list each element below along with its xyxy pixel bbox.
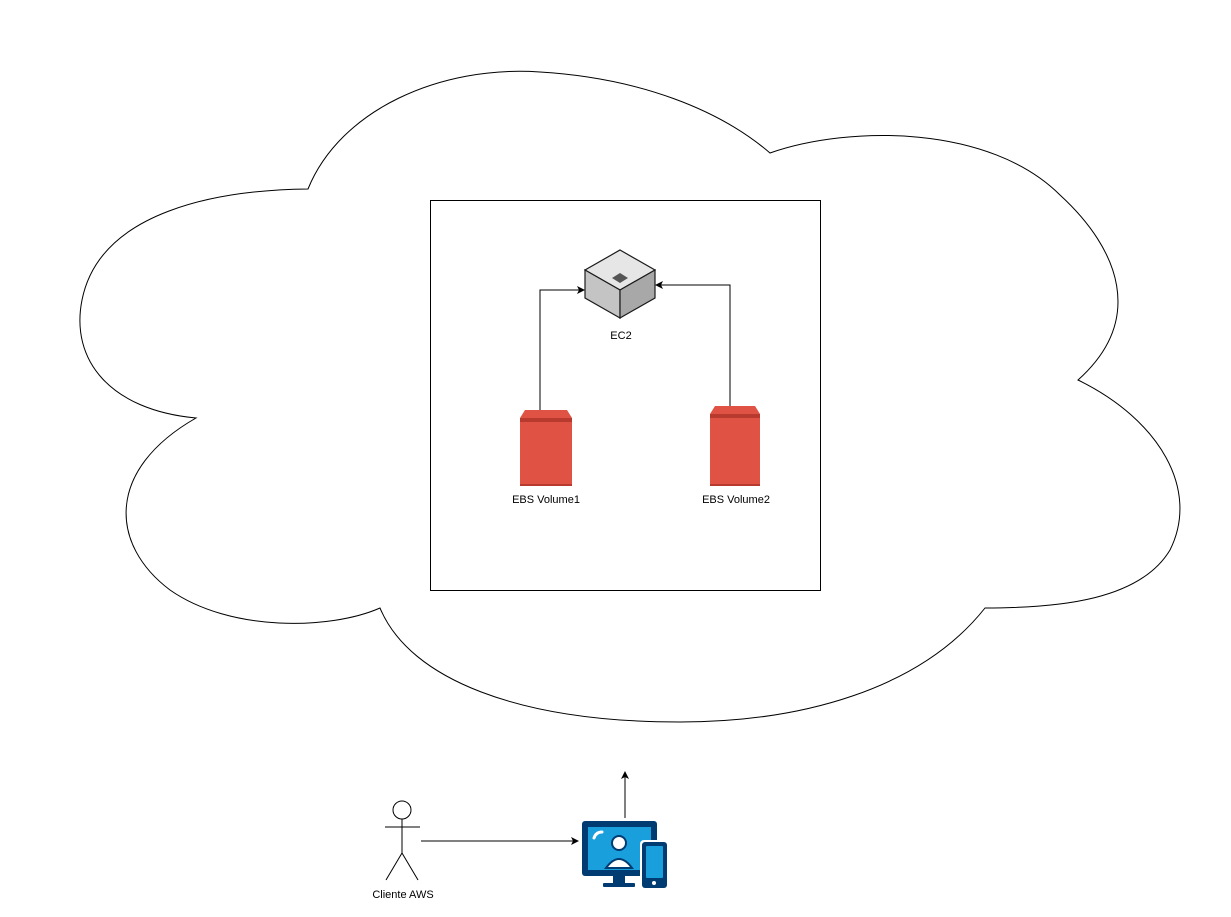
actor-icon[interactable]	[385, 800, 420, 881]
ebs-volume2-label: EBS Volume2	[702, 494, 770, 506]
client-label: Cliente AWS	[372, 889, 433, 901]
ec2-label: EC2	[610, 330, 631, 342]
edge-ebs2-to-ec2[interactable]	[655, 281, 731, 406]
edge-ebs1-to-ec2[interactable]	[539, 286, 585, 410]
ebs-volume2-icon[interactable]	[710, 406, 760, 486]
ebs-volume1-icon[interactable]	[520, 410, 572, 486]
ebs-volume1-label: EBS Volume1	[512, 494, 580, 506]
ec2-instance-icon[interactable]	[583, 249, 657, 320]
user-devices-icon[interactable]	[582, 821, 669, 890]
